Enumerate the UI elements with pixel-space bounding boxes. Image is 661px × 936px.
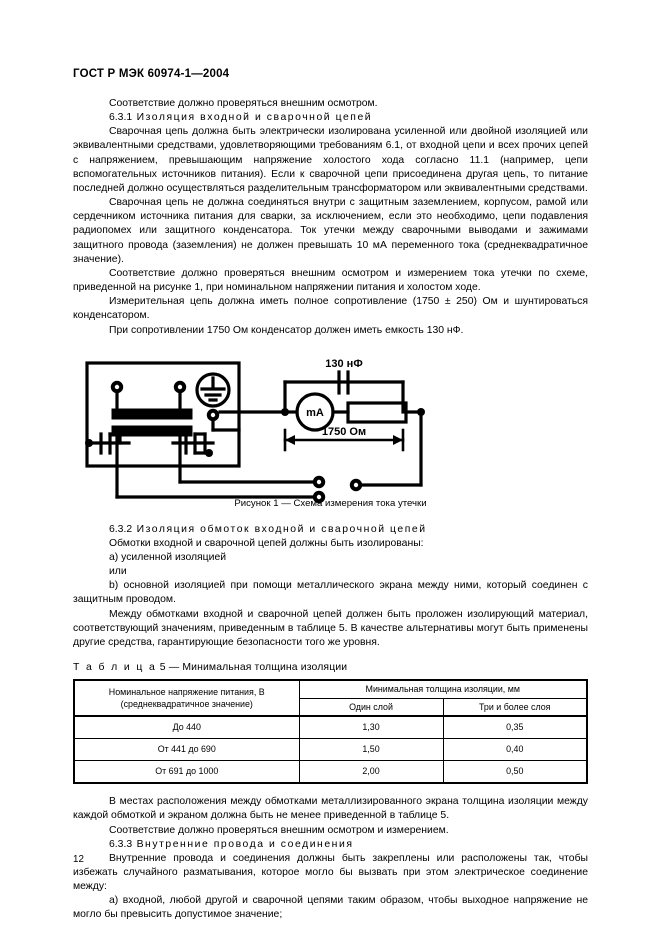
cell-voltage: До 440 (73, 715, 300, 740)
terminal-output-a (312, 475, 326, 488)
heading-6-3-1-title: Изоляция входной и сварочной цепей (136, 112, 373, 124)
cell-three-layers: 0,40 (442, 738, 588, 762)
list-conjunction-or: или (109, 566, 127, 578)
paragraph-measuring-circuit-impedance: Измерительная цепь должна иметь полное с… (73, 296, 588, 322)
cell-one-layer: 1,30 (298, 715, 444, 740)
junction-capacitor-left (85, 438, 93, 447)
figure-1: 130 нФ mA 1750 Ом Рисунок 1 — Схема изме… (73, 348, 588, 523)
paragraph-leakage-current: Сварочная цепь не должна соединяться вну… (73, 197, 588, 265)
standard-header: ГОСТ Р МЭК 60974-1—2004 (73, 68, 230, 80)
terminal-junction (349, 478, 363, 491)
cell-three-layers: 0,50 (442, 760, 588, 785)
paragraph-insulating-material: Между обмотками входной и сварочной цепе… (73, 608, 588, 648)
figure-spacer (73, 338, 588, 348)
table-spacer-top (73, 650, 588, 661)
heading-6-3-2-title: Изоляция обмоток входной и сварочной цеп… (136, 523, 427, 535)
table-5-title-dash: — (168, 662, 180, 674)
paragraph-welding-circuit-insulation: Сварочная цепь должна быть электрически … (73, 126, 588, 194)
capacitor-label: 130 нФ (325, 358, 362, 370)
cell-voltage: От 441 до 690 (73, 738, 300, 762)
table-5-title-text: Минимальная толщина изоляции (182, 662, 348, 674)
cell-one-layer: 2,00 (298, 760, 444, 785)
table-header-row-2: Один слой Три и более слоя (74, 697, 588, 718)
heading-6-3-3: 6.3.3 Внутренние провода и соединения (73, 838, 588, 852)
junction-dots (85, 407, 425, 457)
resistor-label: 1750 Ом (322, 426, 366, 438)
page-number: 12 (73, 854, 84, 865)
shunt-resistor-body (346, 401, 408, 424)
list-item-a-633: a) входной, любой другой и сварочной цеп… (73, 895, 588, 921)
power-source-enclosure (85, 361, 241, 468)
table-header-voltage-line2: (среднеквадратичное значение) (120, 699, 253, 710)
list-item-b-632: b) основной изоляцией при помощи металли… (73, 580, 588, 606)
terminal-secondary-top (173, 380, 187, 393)
cell-one-layer: 1,50 (298, 738, 444, 762)
paragraph-metallized-screen: В местах расположения между обмотками ме… (73, 796, 588, 822)
paragraph-compliance-measurement: Соответствие должно проверяться внешним … (73, 267, 588, 294)
heading-6-3-1: 6.3.1 Изоляция входной и сварочной цепей (73, 111, 588, 125)
heading-6-3-1-number: 6.3.1 (109, 112, 133, 124)
paragraph-compliance-inspection: Соответствие должно проверяться внешним … (109, 824, 449, 836)
paragraph-compliance-visual: Соответствие должно проверяться внешним … (109, 98, 378, 109)
paragraph-capacitor-value: При сопротивлении 1750 Ом конденсатор до… (109, 324, 464, 336)
table-header-thickness-span: Минимальная толщина изоляции, мм (298, 679, 588, 699)
table-minimum-insulation-thickness: Номинальное напряжение питания, В (средн… (73, 679, 588, 785)
table-5-title-prefix: Т а б л и ц а (73, 662, 157, 674)
paragraph-windings-insulated: Обмотки входной и сварочной цепей должны… (109, 537, 424, 549)
terminal-earth (206, 408, 220, 421)
cell-voltage: От 691 до 1000 (73, 760, 300, 785)
junction-capacitor-right (205, 448, 213, 457)
leakage-current-measurement-schematic: 130 нФ mA 1750 Ом (85, 358, 425, 503)
table-header-one-layer: Один слой (298, 697, 444, 718)
earth-symbol-circle (195, 372, 231, 408)
dimension-arrow-right (393, 434, 403, 445)
junction-left (281, 407, 289, 416)
junction-right (417, 407, 425, 416)
paragraph-internal-wires: Внутренние провода и соединения должны б… (73, 852, 588, 893)
table-5-title-number: 5 (159, 662, 166, 674)
figure-caption: Рисунок 1 — Схема измерения тока утечки (234, 497, 427, 509)
table-header-voltage: Номинальное напряжение питания, В (средн… (73, 679, 300, 718)
list-item-a-632: a) усиленной изоляцией (109, 551, 227, 563)
table-row: До 440 1,30 0,35 (73, 715, 588, 740)
heading-6-3-2-number: 6.3.2 (109, 523, 133, 535)
heading-6-3-3-title: Внутренние провода и соединения (136, 838, 354, 850)
dimension-arrowheads (285, 434, 403, 445)
terminal-nodes (110, 380, 363, 503)
table-header-voltage-line1: Номинальное напряжение питания, В (108, 686, 265, 697)
milliammeter-label: mA (306, 407, 324, 419)
heading-6-3-3-number: 6.3.3 (109, 838, 133, 850)
heading-6-3-2: 6.3.2 Изоляция обмоток входной и сварочн… (73, 523, 588, 537)
page-content: Соответствие должно проверяться внешним … (73, 97, 588, 923)
table-header-row-1: Номинальное напряжение питания, В (средн… (73, 679, 588, 718)
table-row: От 441 до 690 1,50 0,40 (73, 738, 588, 762)
table-5-title: Т а б л и ц а 5 — Минимальная толщина из… (73, 661, 588, 675)
terminal-output-b (312, 490, 326, 503)
terminal-primary-top (110, 380, 124, 393)
table-header-three-layers: Три и более слоя (442, 697, 588, 718)
dimension-arrow-left (285, 434, 295, 445)
table-spacer-bottom (73, 784, 588, 795)
table-row: От 691 до 1000 2,00 0,50 (73, 760, 588, 785)
cell-three-layers: 0,35 (442, 715, 588, 740)
